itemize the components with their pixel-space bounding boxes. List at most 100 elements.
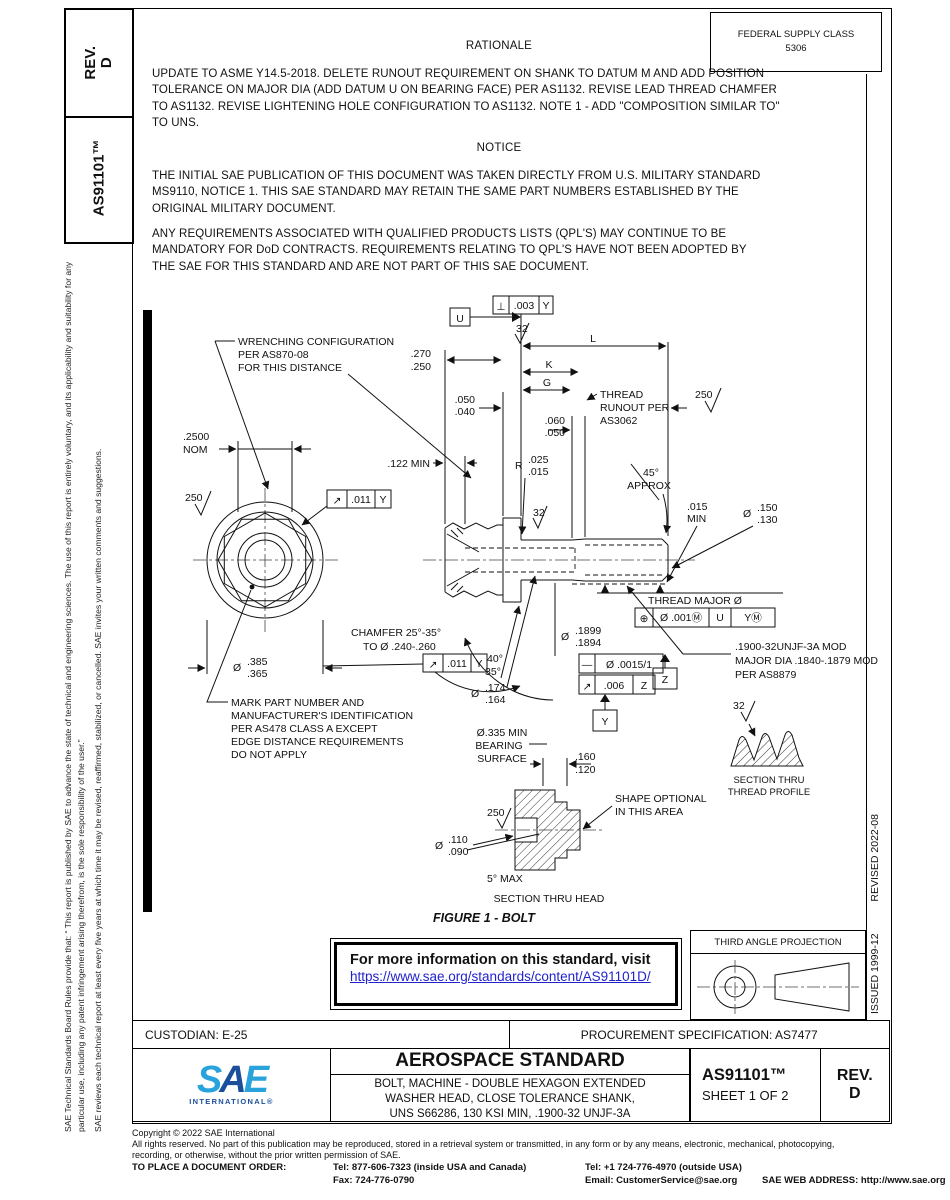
fcf-datum-y-1: Y	[379, 494, 386, 506]
datum-z-flag: Z	[662, 674, 669, 686]
datum-u-flag: U	[456, 313, 464, 325]
rationale-title: RATIONALE	[465, 40, 533, 52]
doc-number-vertical: AS91101™	[90, 139, 108, 217]
top-fcf-cluster: ⊥ .003 Y U 32	[449, 295, 554, 345]
main-frame	[132, 8, 892, 1124]
doc-number: AS91101™	[702, 1066, 787, 1085]
datum-y-flag: Y	[601, 716, 608, 728]
revised-date: REVISED 2022-08	[869, 814, 881, 902]
radius-R: R	[515, 460, 523, 472]
sae-logo-letter-e: E	[243, 1059, 269, 1102]
mark-note-l5: DO NOT APPLY	[231, 749, 307, 761]
fcf-position-datum-u: U	[716, 612, 724, 624]
right-strip-divider	[866, 74, 867, 1020]
head-chamfer-callouts: CHAMFER 25°-35° TO Ø .240-.260 40° 35° Ø…	[351, 575, 554, 765]
rev-box: REV. D	[64, 8, 134, 118]
federal-supply-class-box: FEDERAL SUPPLY CLASS 5306	[710, 12, 882, 72]
wrench-note-l1: WRENCHING CONFIGURATION	[238, 336, 394, 348]
dim-270: .270	[411, 348, 432, 360]
surface-finish-32-shank: 32	[533, 507, 545, 519]
fcf-runout-symbol-2: ↗	[429, 659, 438, 671]
surface-finish-250-front: 250	[185, 492, 203, 504]
rev-label-line1: REV.	[82, 46, 100, 80]
fcf-datum-z-ref: Z	[641, 680, 648, 692]
bolt-front-view	[193, 488, 339, 632]
thread-major-dia-callouts: THREAD MAJOR Ø ⊕ Ø .001Ⓜ U YⓂ .1900-32UN…	[597, 584, 878, 690]
fcf-runout-symbol-1: ↗	[333, 495, 342, 507]
dim-250: .250	[411, 361, 432, 373]
issued-revised-strip: ISSUED 1999-12 REVISED 2022-08	[869, 684, 881, 1014]
thread-spec-l1: .1900-32UNJF-3A MOD	[735, 641, 847, 653]
fcf-position-symbol: ⊕	[640, 613, 649, 625]
sae-logo: SAE INTERNATIONAL®	[189, 1061, 274, 1107]
thread-runout-l2: RUNOUT PER	[600, 402, 670, 414]
document-type-title: AEROSPACE STANDARD	[330, 1049, 690, 1075]
front-view-dimensions: .2500 NOM 250 ↗ .011 Y Ø .385 .365	[183, 431, 488, 680]
notice-paragraph-2: ANY REQUIREMENTS ASSOCIATED WITH QUALIFI…	[152, 228, 747, 273]
fcf-position-tol: Ø .001Ⓜ	[660, 612, 703, 624]
shank-diameter-callouts: Ø .1899 .1894 — Ø .0015/1 ↗ .006 Z Y	[554, 583, 664, 732]
dim-050b: .050	[545, 427, 566, 439]
third-angle-projection-box: THIRD ANGLE PROJECTION	[690, 930, 866, 1020]
notice-title: NOTICE	[476, 142, 522, 154]
mark-note-l2: MANUFACTURER'S IDENTIFICATION	[231, 710, 413, 722]
dim-2500: .2500	[183, 431, 209, 443]
part-title-l3: UNS S66286, 130 KSI MIN, .1900-32 UNJF-3…	[389, 1108, 631, 1121]
dia-symbol-1899: Ø	[561, 631, 569, 643]
third-angle-projection-symbol	[697, 960, 859, 1014]
shape-optional-l1: SHAPE OPTIONAL	[615, 793, 707, 805]
title-cell: AEROSPACE STANDARD BOLT, MACHINE - DOUBL…	[329, 1047, 691, 1122]
dim-1899: .1899	[575, 625, 601, 637]
issued-date: ISSUED 1999-12	[869, 933, 881, 1014]
disclaimer-text-2: SAE reviews each technical report at lea…	[93, 448, 103, 1132]
dim-L: L	[590, 333, 596, 345]
rev-cell-label: REV.	[836, 1066, 873, 1084]
bolt-side-view	[423, 517, 695, 603]
footer-order-label: TO PLACE A DOCUMENT ORDER:	[132, 1162, 287, 1173]
thread-runout-l3: AS3062	[600, 415, 638, 427]
surface-finish-250-section: 250	[487, 807, 505, 819]
dim-050: .050	[455, 394, 476, 406]
sheet-number: SHEET 1 OF 2	[702, 1088, 789, 1104]
angle-40: 40°	[487, 653, 503, 665]
shape-optional-l2: IN THIS AREA	[615, 806, 683, 818]
dim-130: .130	[757, 514, 778, 526]
dim-2500-nom: NOM	[183, 444, 208, 456]
fcf-straightness-symbol: —	[582, 659, 593, 671]
thread-runout-l1: THREAD	[600, 389, 644, 401]
sae-logo-cell: SAE INTERNATIONAL®	[132, 1047, 331, 1122]
figure-caption: FIGURE 1 - BOLT	[433, 911, 536, 925]
dim-015b-min: MIN	[687, 513, 706, 525]
bearing-note-l3: SURFACE	[477, 753, 527, 765]
thread-major-dia-label: THREAD MAJOR Ø	[648, 595, 742, 607]
dim-060: .060	[545, 415, 566, 427]
rev-cell: REV. D	[819, 1047, 890, 1122]
part-title-l1: BOLT, MACHINE - DOUBLE HEXAGON EXTENDED	[374, 1077, 646, 1090]
rationale-text: UPDATE TO ASME Y14.5-2018. DELETE RUNOUT…	[152, 68, 780, 129]
wrench-note-l2: PER AS870-08	[238, 349, 309, 361]
footer-rights-l2: recording, or otherwise, without the pri…	[132, 1150, 401, 1160]
sae-logo-subtitle: INTERNATIONAL®	[189, 1097, 274, 1107]
dim-015: .015	[528, 466, 549, 478]
fcf-perpendicularity-symbol: ⊥	[496, 301, 505, 313]
bearing-note-l1: Ø.335 MIN	[477, 727, 528, 739]
section-thread-caption-l1: SECTION THRU	[733, 775, 804, 786]
thread-spec-l2: MAJOR DIA .1840-.1879 MOD	[735, 655, 878, 667]
fsc-value: 5306	[785, 43, 807, 54]
dim-164: .164	[485, 694, 506, 706]
standard-url-link[interactable]: https://www.sae.org/standards/content/AS…	[350, 969, 651, 984]
footer-tel-outside: Tel: +1 724-776-4970 (outside USA)	[585, 1162, 742, 1173]
sae-logo-letter-s: S	[196, 1059, 222, 1102]
custodian-cell: CUSTODIAN: E-25	[132, 1020, 510, 1049]
dia-symbol-385: Ø	[233, 662, 241, 674]
dim-015b: .015	[687, 501, 708, 513]
fcf-runout-symbol-3: ↗	[583, 681, 592, 693]
fcf-straightness-value: Ø .0015/1	[606, 659, 652, 671]
surface-finish-32-top: 32	[516, 323, 528, 335]
third-angle-projection-label: THIRD ANGLE PROJECTION	[691, 931, 865, 954]
disclaimer-text-1: SAE Technical Standards Board Rules prov…	[63, 261, 86, 1132]
angle-35: 35°	[485, 666, 501, 678]
surface-finish-32-thread: 32	[733, 700, 745, 712]
dim-174: .174	[485, 682, 506, 694]
